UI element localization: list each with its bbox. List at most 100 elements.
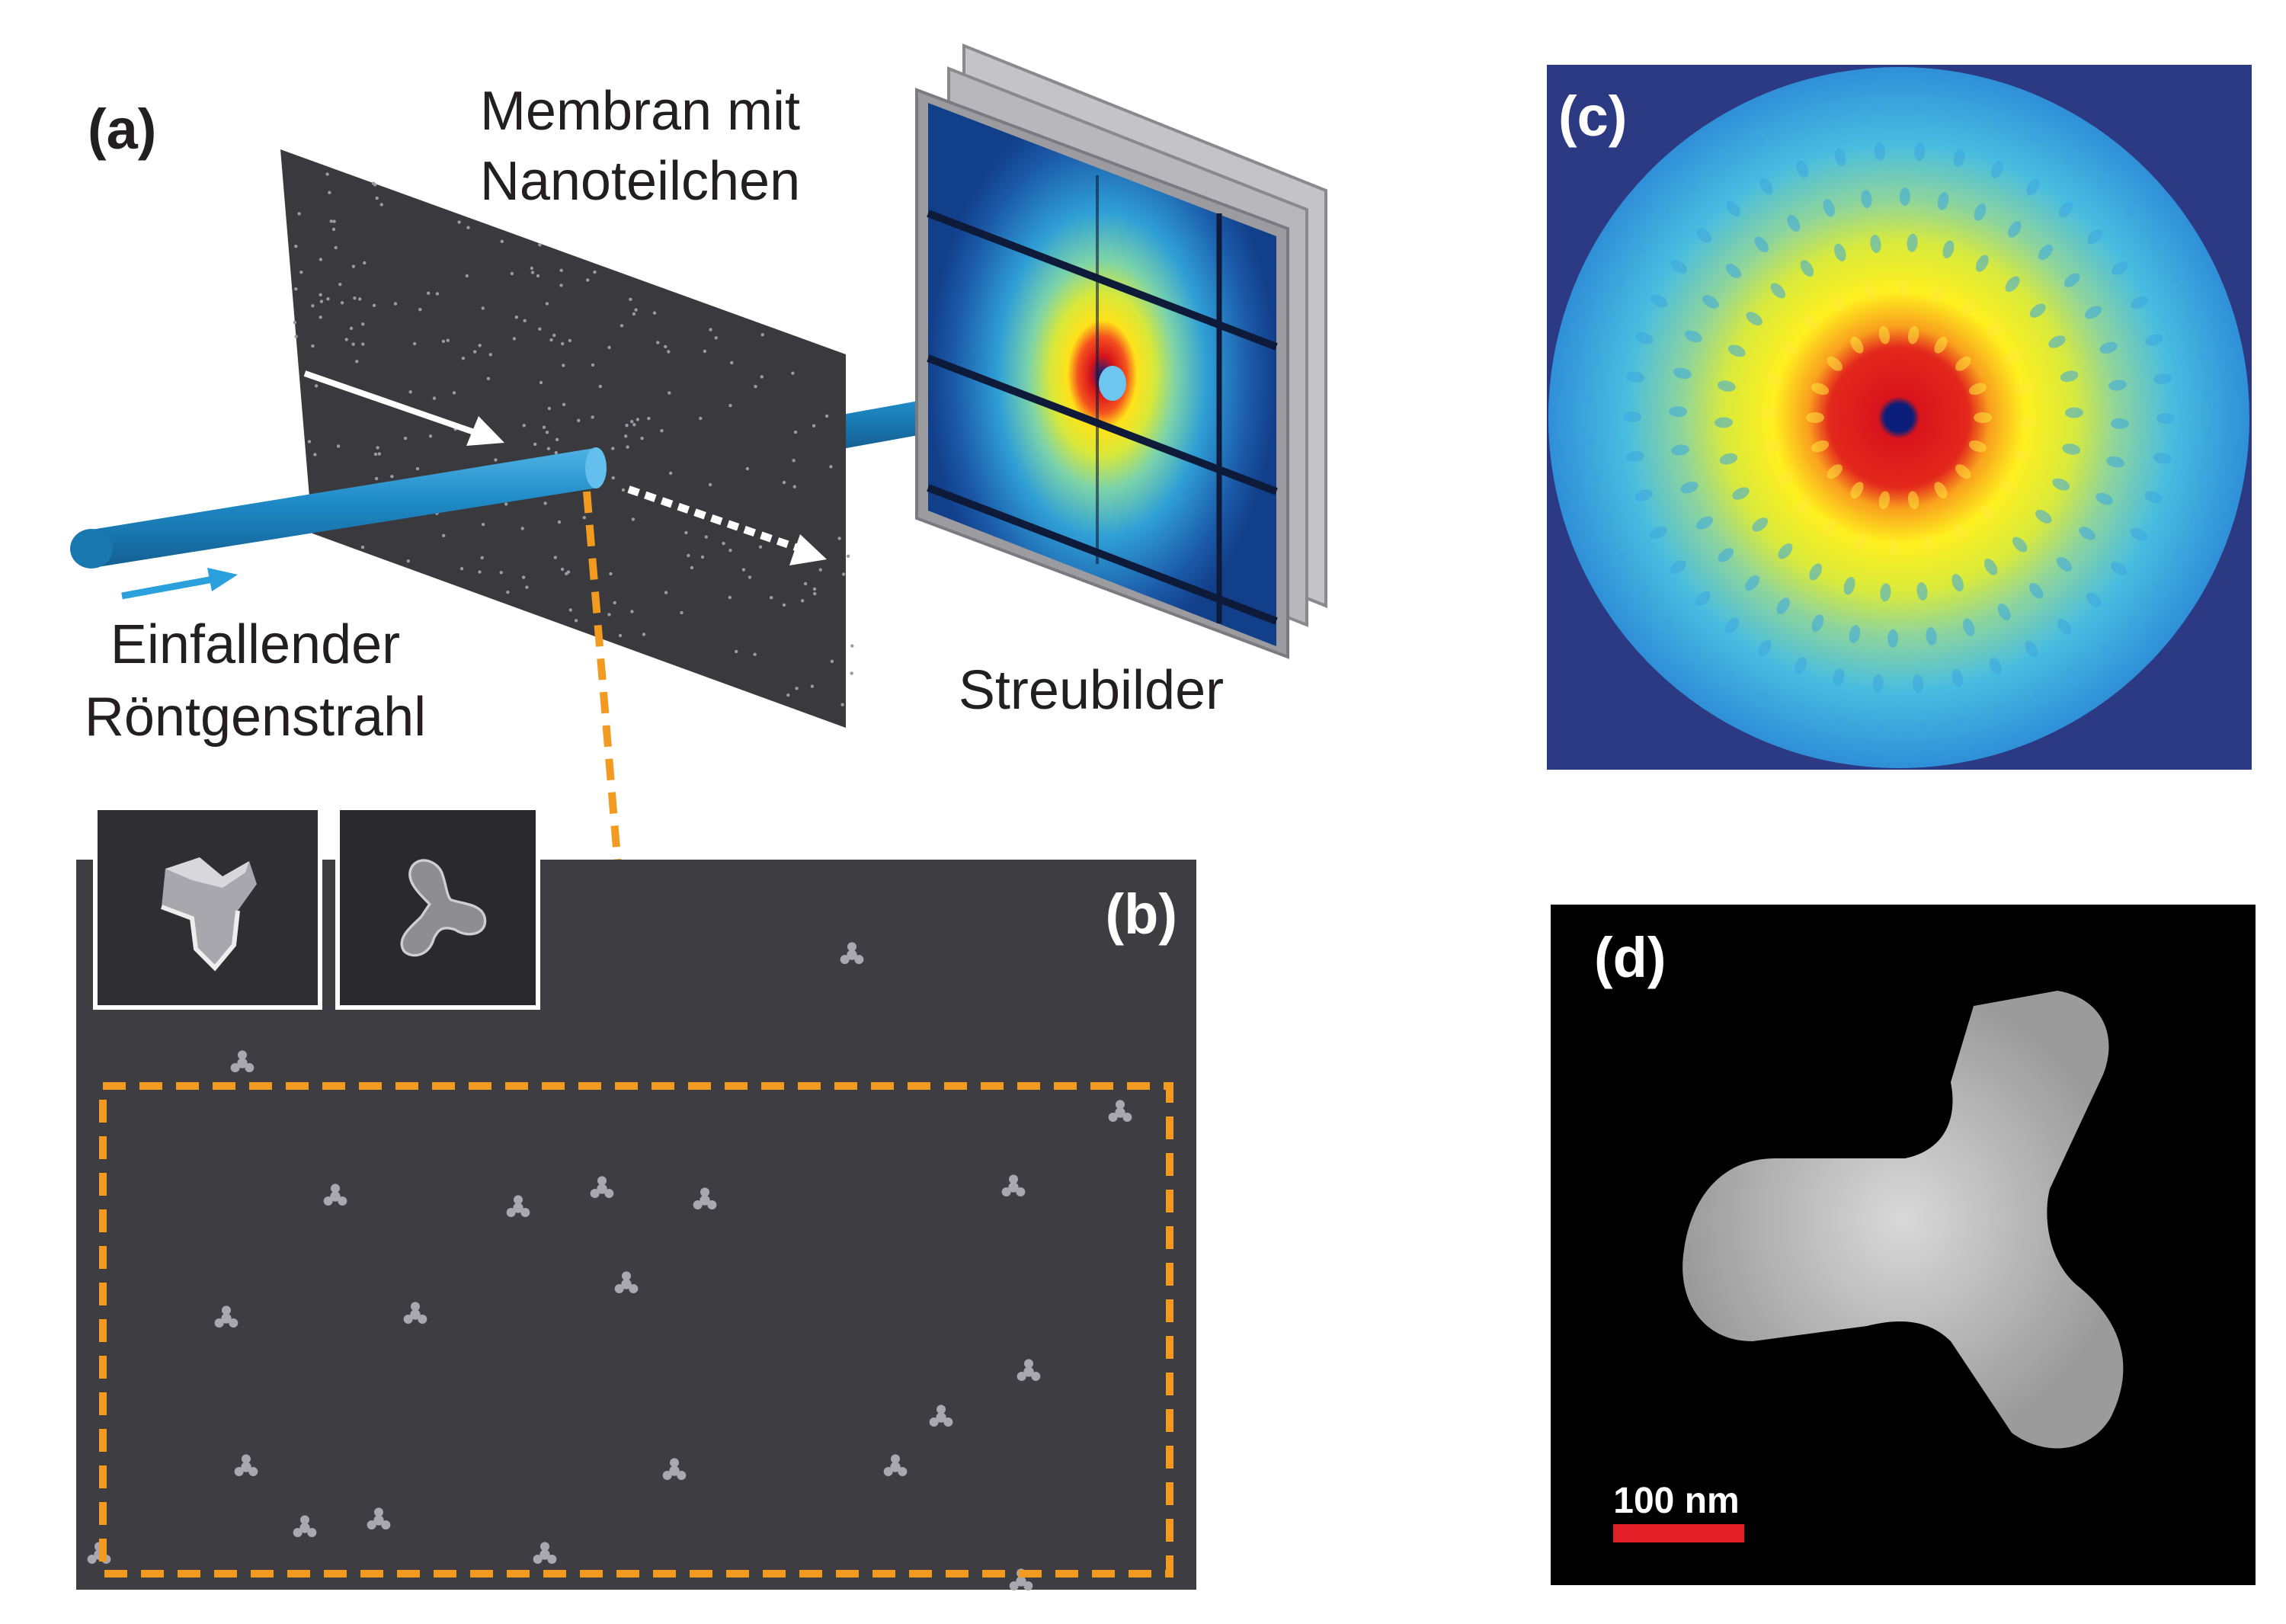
membrane-dot [520,527,524,530]
diffraction-speckle [2086,592,2102,607]
membrane-dot [591,363,595,367]
membrane-dot [539,380,543,385]
membrane-dot [607,345,611,350]
diffraction-speckle [2008,221,2022,238]
membrane-dot [632,312,636,316]
membrane-dot [500,239,504,243]
diffraction-speckle [1811,440,1830,453]
diffraction-speckle [1914,143,1926,162]
diffraction-speckle [1766,373,1785,386]
membrane-dot [336,444,341,448]
diffraction-speckle [2038,244,2053,261]
diffraction-speckle [1754,236,1769,253]
panel-b-sem: (b) [76,806,1196,1590]
diffraction-speckle [2067,668,2081,685]
membrane-dot [728,404,732,408]
diffraction-speckle [1695,516,1714,530]
beam-label-line1: Einfallender [110,614,400,675]
membrane-dot [457,220,461,224]
diffraction-speckle [2005,276,2020,293]
membrane-dot [355,360,359,364]
membrane-dot [459,567,464,571]
diffraction-speckle [1669,406,1688,418]
diffraction-speckle [1655,205,1671,220]
diffraction-speckle [1952,524,1966,541]
diffraction-speckle [1753,130,1766,147]
diffraction-speckle [1916,582,1928,601]
diffraction-speckle [1915,720,1927,738]
membrane-dot [668,391,671,395]
membrane-dot [510,271,514,276]
diffraction-speckle [2195,349,2214,361]
membrane-dot [512,337,517,341]
membrane-dot [427,291,431,295]
membrane-dot [441,339,446,344]
membrane-dot [634,308,638,312]
membrane-dot [818,568,823,572]
membrane-dot [311,304,315,308]
diffraction-speckle [1717,380,1736,392]
membrane-dot [760,375,764,379]
diffraction-speckle [1986,322,2002,338]
membrane-dot [647,416,651,421]
membrane-dot [499,571,503,575]
diffraction-speckle [1875,720,1886,739]
membrane-dot [331,227,336,232]
membrane-dot [652,311,657,315]
membrane-dot [375,196,379,200]
membrane-dot [361,342,365,346]
diffraction-speckle [1961,299,1975,316]
membrane-dot [506,590,510,594]
diffraction-speckle [1995,703,2007,722]
diffraction-speckle [2112,261,2128,275]
membrane-dot [611,476,615,480]
diffraction-speckle [1992,112,2004,130]
diffraction-speckle [1791,113,1803,132]
membrane-dot [613,601,616,605]
panel-a-letter: (a) [88,98,156,161]
diffraction-speckle [1931,284,1943,303]
diffraction-speckle [1937,192,1949,210]
panel-c-letter: (c) [1558,85,1627,148]
membrane-dot [403,437,408,440]
membrane-dot [413,341,417,346]
diffraction-speckle [1983,558,1998,575]
membrane-dot [664,344,668,349]
membrane-dot [792,459,796,463]
membrane-dot [630,420,634,424]
diffraction-speckle [2196,471,2215,483]
diffraction-speckle [1657,617,1673,633]
membrane-dot [591,415,594,419]
diffraction-speckle [2029,582,2044,599]
membrane-dot [523,319,527,322]
membrane-dot [344,338,348,341]
membrane-dot [709,328,712,332]
diffraction-speckle [1975,255,1989,272]
membrane-dot [782,480,786,485]
membrane-dot [786,693,790,697]
membrane-dot [363,261,367,265]
membrane-dot [699,416,703,421]
membrane-dot [325,172,329,176]
diffraction-speckle [1907,233,1918,252]
diffraction-speckle [1855,532,1867,551]
diffraction-speckle [1907,491,1919,510]
membrane-dot [728,549,732,553]
membrane-dot [607,613,611,617]
membrane-dot [360,545,365,549]
diffraction-speckle [2124,203,2140,218]
diffraction-speckle [1922,534,1934,553]
diffraction-speckle [1593,312,1612,325]
diffraction-speckle [1833,668,1845,687]
membrane-dot [631,517,636,521]
membrane-dot [791,371,795,375]
membrane-dot [530,271,535,274]
diffraction-speckle [1907,325,1919,344]
diffraction-speckle [2026,178,2040,196]
scale-bar-label: 100 nm [1613,1481,1739,1521]
membrane-dot [577,418,581,422]
diffraction-speckle [1997,603,2011,621]
diffraction-speckle [1963,618,1975,636]
membrane-dot [574,619,578,623]
membrane-dot [552,333,556,338]
